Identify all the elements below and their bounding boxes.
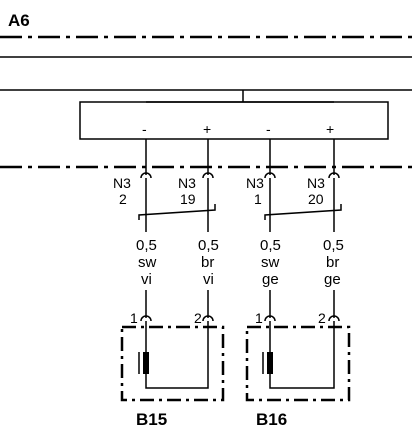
sensor-b15-symbol-block [143, 352, 149, 374]
wire-color-2b: vi [203, 271, 214, 288]
wires-lower [145, 183, 335, 318]
connector-name-1: N3 [113, 175, 131, 191]
connector-n3-contacts [140, 172, 340, 183]
connector-name-2: N3 [178, 175, 196, 191]
polarity-mark-1: - [142, 121, 147, 137]
connector-labels: N3 2 N3 19 N3 1 N3 20 [113, 175, 325, 207]
sensor-b16 [245, 325, 351, 402]
wire-color-2a: br [201, 254, 214, 271]
connector-pin-4: 20 [308, 191, 324, 207]
sensor-b16-pin-right: 2 [318, 310, 326, 326]
sensor-b15 [120, 325, 225, 402]
wire-color-1b: vi [141, 271, 152, 288]
sensor-b16-symbol-block [267, 352, 273, 374]
internal-module-box [79, 101, 389, 140]
sensor-b15-pin-left: 1 [130, 310, 138, 326]
sensor-pin-contacts [140, 315, 340, 327]
wire-color-3a: sw [261, 254, 280, 271]
wires-upper [145, 139, 335, 175]
wire-size-1: 0,5 [136, 237, 157, 254]
wire-color-4a: br [326, 254, 339, 271]
sensor-b15-return-wire [145, 327, 209, 389]
connector-name-4: N3 [307, 175, 325, 191]
wire-size-3: 0,5 [260, 237, 281, 254]
sensor-b16-housing [245, 325, 351, 402]
connector-pin-3: 1 [254, 191, 262, 207]
sensor-b16-return-wire [269, 327, 335, 389]
polarity-mark-4: + [326, 121, 334, 137]
component-label-a6: A6 [8, 11, 30, 30]
wire-color-4b: ge [324, 271, 341, 288]
connector-name-3: N3 [246, 175, 264, 191]
polarity-mark-3: - [266, 121, 271, 137]
twisted-pair-markers [138, 204, 342, 220]
wire-color-1a: sw [138, 254, 157, 271]
sensor-b16-pin-left: 1 [255, 310, 263, 326]
sensor-b16-label: B16 [256, 410, 287, 429]
wire-specs: 0,5 sw vi 0,5 br vi 0,5 sw ge 0,5 br ge [136, 237, 344, 288]
sensor-b15-label: B15 [136, 410, 167, 429]
wire-size-2: 0,5 [198, 237, 219, 254]
connector-pin-2: 19 [180, 191, 196, 207]
sensor-b15-pin-right: 2 [194, 310, 202, 326]
sensor-b15-housing [120, 325, 225, 402]
polarity-mark-2: + [203, 121, 211, 137]
connector-pin-1: 2 [119, 191, 127, 207]
wire-color-3b: ge [262, 271, 279, 288]
wire-size-4: 0,5 [323, 237, 344, 254]
